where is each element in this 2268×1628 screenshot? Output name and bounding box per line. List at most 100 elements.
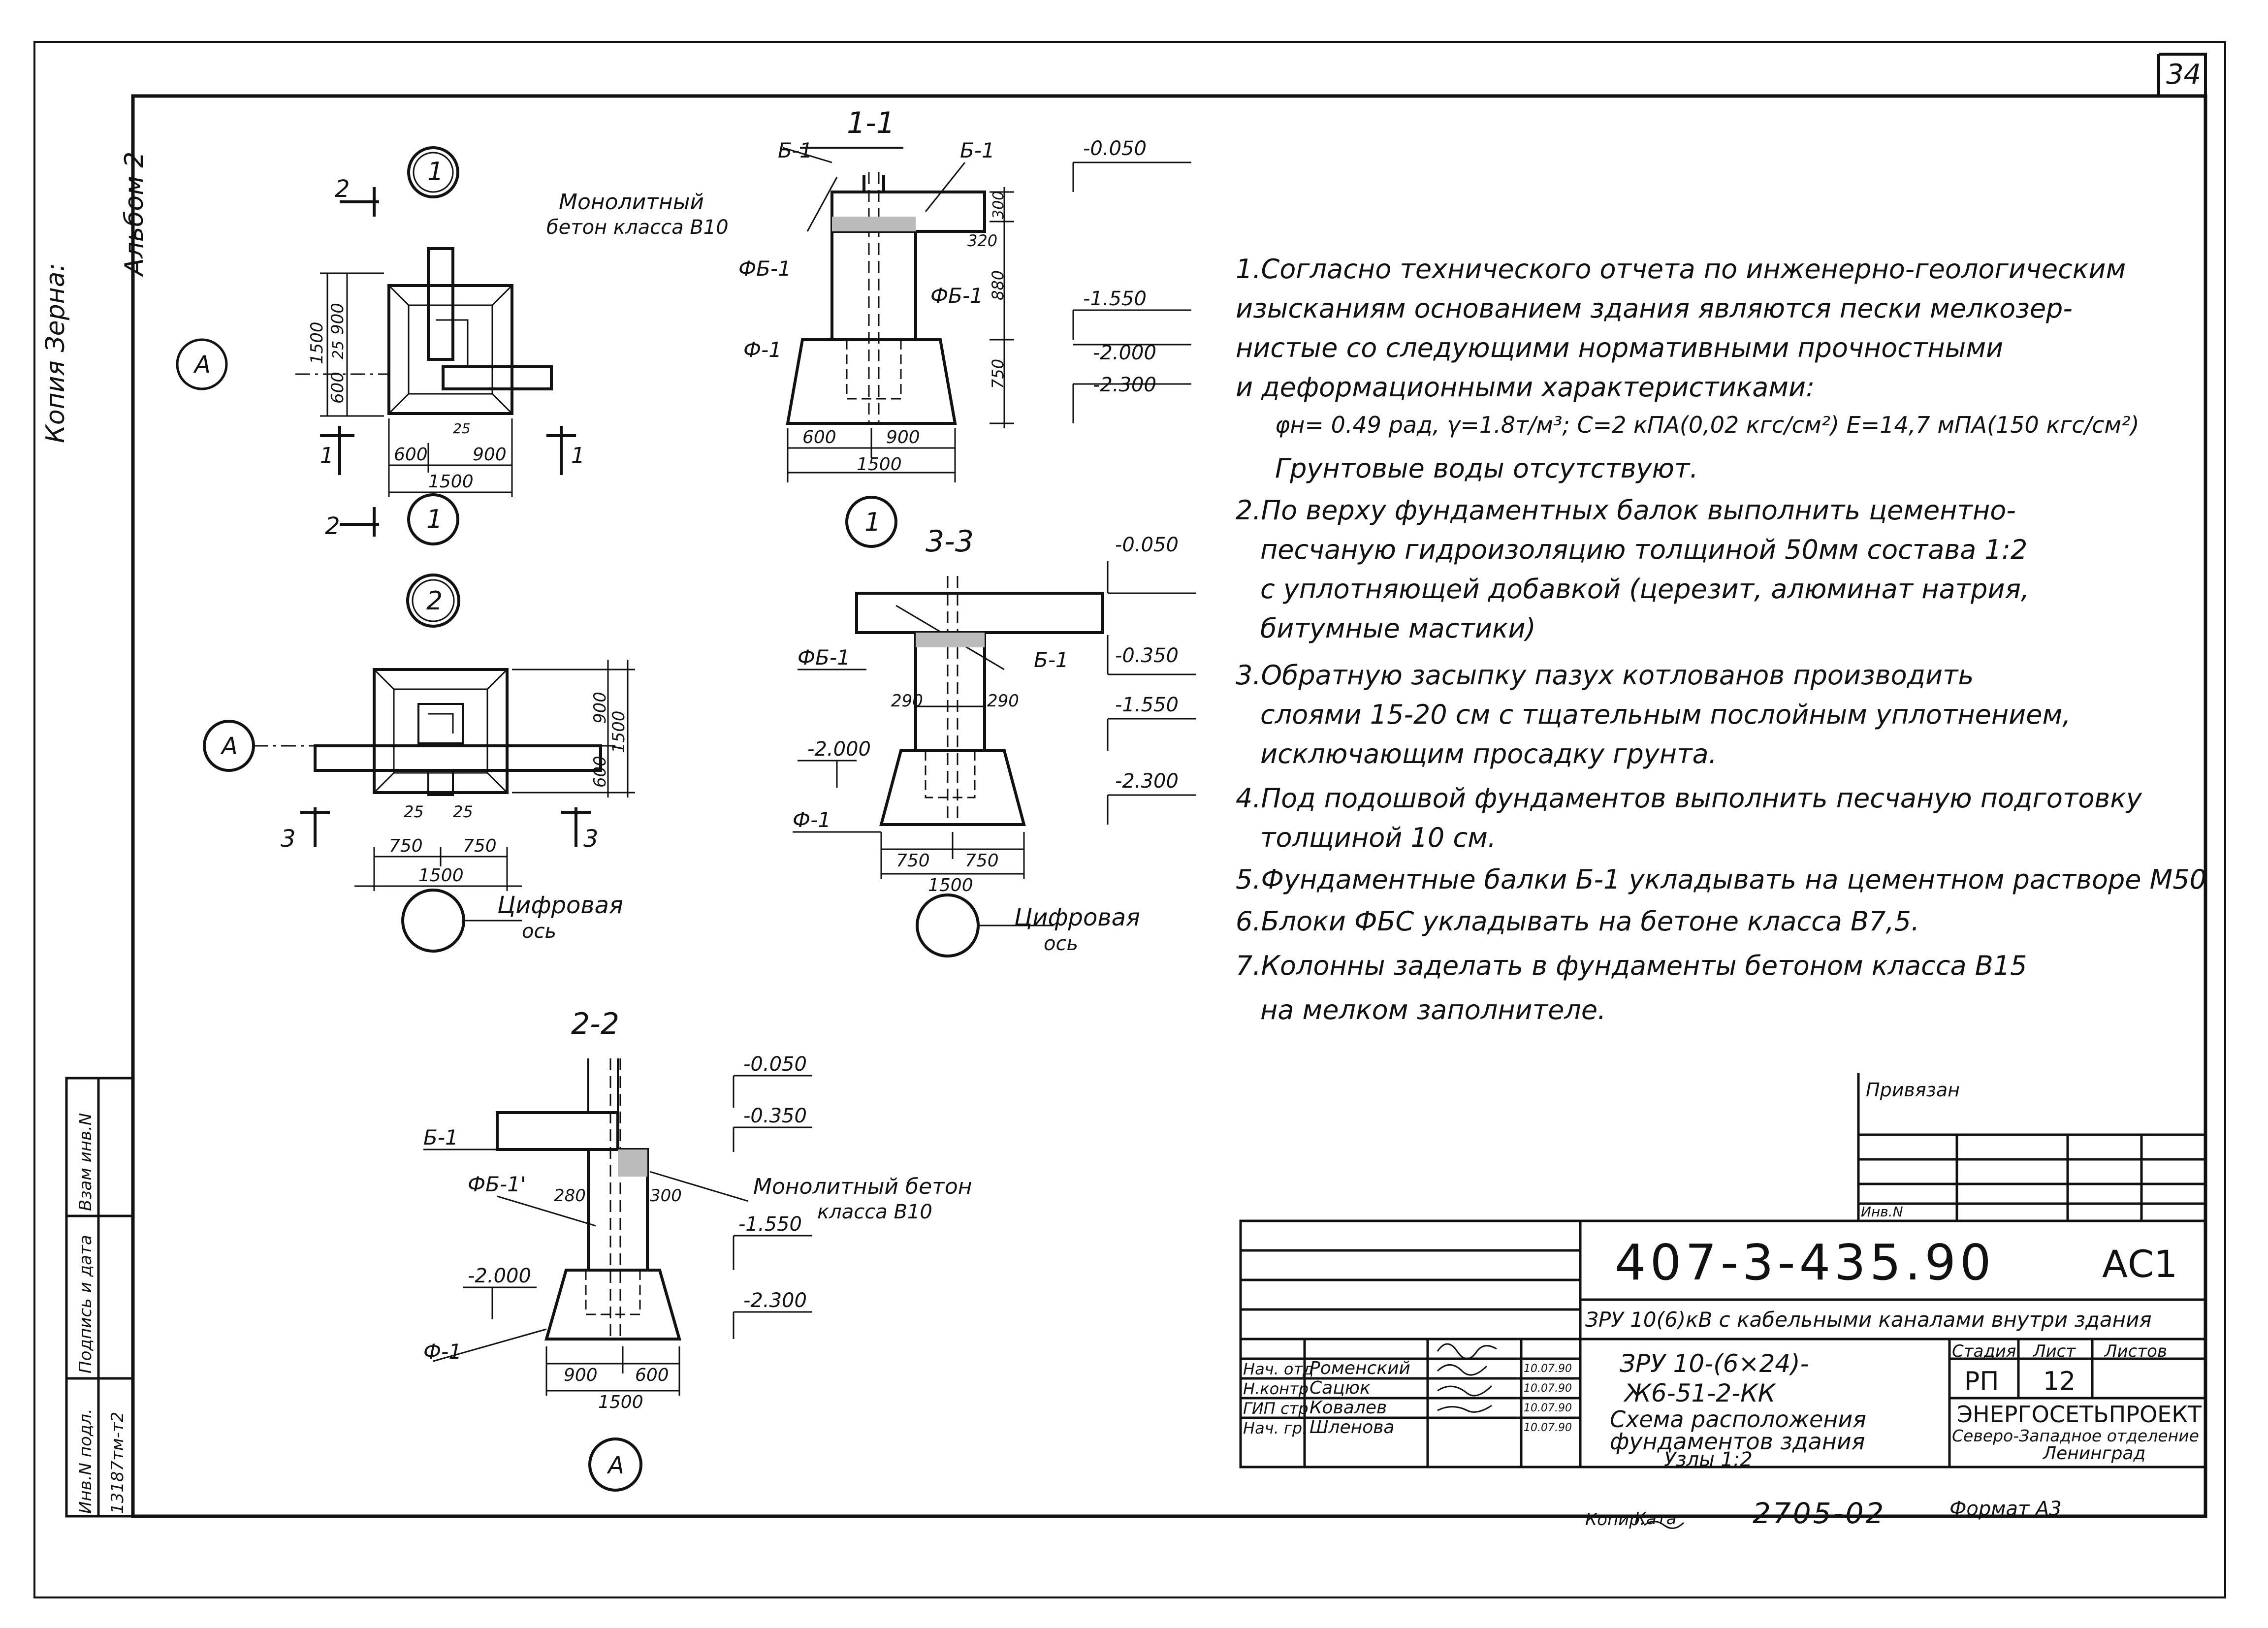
- section-1-1-fb1b: ФБ-1: [930, 284, 983, 308]
- section-1-1-b1a: Б-1: [778, 138, 813, 162]
- section-2-2-d900: 900: [564, 1365, 598, 1385]
- staff-name: Роменский: [1310, 1358, 1410, 1378]
- node-2-axis-label: А: [220, 733, 238, 760]
- section-2-2-el4: -2.000: [468, 1265, 531, 1287]
- note-line: 1.Согласно технического отчета по инжене…: [1236, 254, 2126, 285]
- note-line: слоями 15-20 см с тщательным послойным у…: [1260, 699, 2071, 730]
- section-2-2-axis-label: А: [607, 1452, 624, 1479]
- org-name: ЭНЕРГОСЕТЬПРОЕКТ: [1957, 1401, 2202, 1428]
- node-1-section-2-top: 2: [335, 175, 350, 203]
- node-1-dim-900b: 900: [473, 445, 507, 465]
- section-3-3-el4: -2.000: [807, 738, 871, 761]
- section-3-3-d1500: 1500: [928, 875, 973, 895]
- node-2-grid-label2: ось: [522, 920, 556, 943]
- drawing-code: 407-3-435.90: [1615, 1234, 1995, 1291]
- section-3-3-fb1: ФБ-1: [798, 645, 850, 670]
- staff-name: Сацюк: [1310, 1378, 1371, 1398]
- note-line: исключающим просадку грунта.: [1260, 738, 1717, 769]
- org-city: Ленинград: [2043, 1443, 2146, 1464]
- title-block-grid: [1239, 1073, 2207, 1468]
- drawing-title-1: Схема расположения: [1610, 1406, 1866, 1433]
- copied-name: Ката: [1634, 1509, 1677, 1529]
- section-3-3-title: 3-3: [926, 524, 974, 559]
- node-1-sec-right: 1: [571, 443, 585, 468]
- page-number: 34: [2166, 59, 2201, 91]
- note-line: битумные мастики): [1260, 613, 1536, 644]
- outer-frame: [33, 41, 2226, 1598]
- signatures: [1437, 1343, 1685, 1529]
- staff-date: 10.07.90: [1524, 1402, 1572, 1414]
- section-2-2-el2: -0.350: [743, 1105, 807, 1127]
- section-3-3-el3: -1.550: [1115, 694, 1179, 716]
- node-2-dim-1500: 1500: [609, 710, 629, 753]
- node-2-marker-label: 2: [426, 586, 443, 616]
- section-3-3-grid-label2: ось: [1044, 932, 1078, 955]
- node-2-dim-600: 600: [590, 756, 610, 788]
- section-1-1-el2: -1.550: [1083, 287, 1147, 310]
- section-1-1-d600: 600: [802, 427, 836, 447]
- node-2-plan: [203, 574, 635, 953]
- note-line: песчаную гидроизоляцию толщиной 50мм сос…: [1260, 534, 2028, 565]
- section-2-2-concrete2: класса В10: [817, 1201, 932, 1223]
- section-1-1-el1: -0.050: [1083, 137, 1147, 160]
- section-3-3-d290b: 290: [987, 691, 1019, 711]
- section-3-3-d290a: 290: [891, 691, 923, 711]
- node-1-bottom-circle: [407, 493, 459, 545]
- sheet-header: Лист: [2033, 1341, 2076, 1361]
- staff-role: ГИП стр: [1243, 1399, 1309, 1418]
- order-number: 2705-02: [1753, 1497, 1886, 1530]
- node-2-section-right: 3: [583, 825, 599, 853]
- note-line: 7.Колонны заделать в фундаменты бетоном …: [1236, 950, 2027, 981]
- node-2-dim-25b: 25: [453, 802, 473, 821]
- section-3-3-el5: -2.300: [1115, 770, 1179, 793]
- node-2-grid-label: Цифровая: [497, 892, 623, 919]
- drawing-title-3: Узлы 1:2: [1664, 1448, 1753, 1471]
- section-3-3-b1: Б-1: [1034, 648, 1069, 672]
- staff-name: Ковалев: [1310, 1398, 1387, 1418]
- margin-stamp: [65, 1077, 134, 1518]
- note-line: толщиной 10 см.: [1260, 822, 1497, 853]
- section-2-2-axis-bubble: [588, 1437, 642, 1492]
- note-line: изысканиям основанием здания являются пе…: [1236, 293, 2073, 324]
- margin-cell-2: Подпись и дата: [76, 1235, 96, 1373]
- note-line: на мелком заполнителе.: [1260, 994, 1606, 1025]
- project-name: ЗРУ 10(6)кВ с кабельными каналами внутри…: [1585, 1308, 2152, 1332]
- section-3-3-grid-circle: [916, 894, 980, 958]
- node-1-dim-25: 25: [330, 341, 347, 359]
- section-1-1-concrete2: бетон класса В10: [546, 216, 729, 239]
- node-1-dim-900: 900: [328, 303, 348, 335]
- section-2-2-d300: 300: [650, 1186, 682, 1206]
- staff-role: Нач. отд: [1243, 1360, 1314, 1378]
- format-label: Формат А3: [1949, 1498, 2062, 1520]
- section-1-1-d880: 880: [989, 270, 1007, 300]
- margin-cell-1: Инв.N подл.: [76, 1408, 96, 1514]
- sheets-header: Листов: [2105, 1341, 2168, 1361]
- privyazan-label: Привязан: [1866, 1079, 1960, 1101]
- section-3-3-d750a: 750: [896, 851, 930, 871]
- node-1-dim-1500b: 1500: [428, 472, 474, 492]
- node-1-marker-circle: [407, 146, 459, 198]
- section-1-1-d320: 320: [967, 231, 997, 250]
- sheet-code: АС1: [2102, 1242, 2178, 1286]
- node-2-dim-25a: 25: [404, 802, 424, 821]
- page-number-box: [2157, 53, 2207, 96]
- drawing-frame: [131, 94, 2207, 1518]
- staff-date: 10.07.90: [1524, 1422, 1572, 1434]
- object-line-1: ЗРУ 10-(6×24)-: [1620, 1349, 1809, 1378]
- note-line: и деформационными характеристиками:: [1236, 372, 1815, 403]
- section-1-1-title: 1-1: [847, 106, 895, 140]
- note-line: с уплотняющей добавкой (церезит, алюмина…: [1260, 574, 2030, 605]
- section-1-1-marker: [845, 496, 897, 548]
- note-line: 2.По верху фундаментных балок выполнить …: [1236, 495, 2016, 526]
- section-2-2-d600: 600: [635, 1365, 669, 1385]
- section-2-2-title: 2-2: [571, 1007, 619, 1041]
- note-line: 5.Фундаментные балки Б-1 укладывать на ц…: [1236, 864, 2206, 895]
- drawing-title-2: фундаментов здания: [1610, 1428, 1865, 1455]
- section-1-1-b1b: Б-1: [960, 138, 995, 162]
- note-line: нистые со следующими нормативными прочно…: [1236, 332, 2004, 363]
- staff-name: Шленова: [1310, 1417, 1395, 1437]
- note-line: Грунтовые воды отсутствуют.: [1275, 453, 1698, 484]
- node-2-section-left: 3: [281, 825, 296, 853]
- section-3-3-el2: -0.350: [1115, 644, 1179, 667]
- node-1-dim-1500: 1500: [307, 321, 327, 364]
